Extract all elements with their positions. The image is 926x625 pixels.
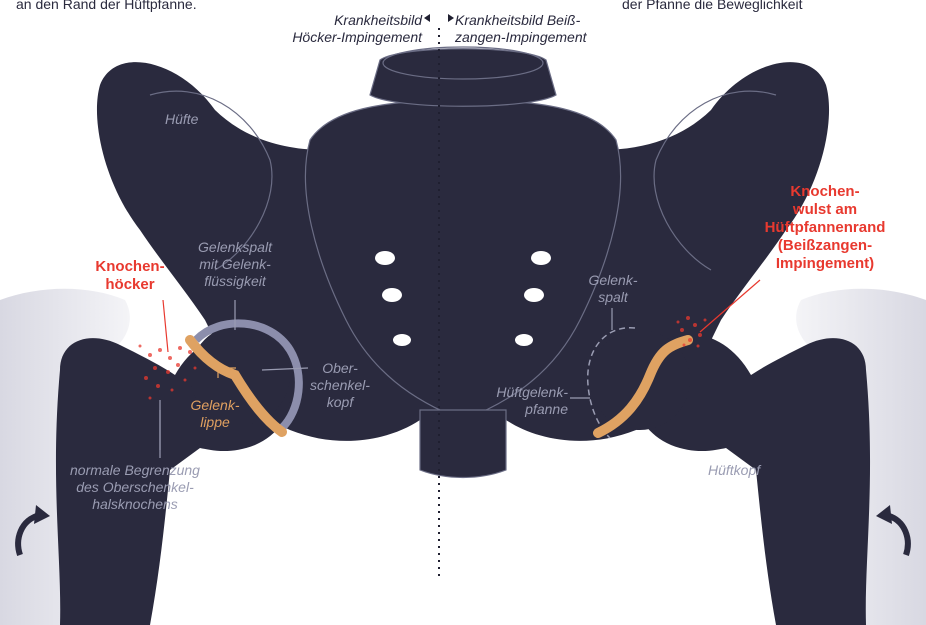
caption-top-right: der Pfanne die Beweglichkeit [622, 0, 803, 13]
label-normale-begrenzung: normale Begrenzung des Oberschenkel- hal… [50, 462, 220, 513]
triangle-right-icon [448, 14, 454, 22]
label-hueftkopf: Hüftkopf [708, 462, 760, 479]
caption-top-left: an den Rand der Hüftpfanne. [16, 0, 197, 13]
label-hueftgelenkpfanne: Hüftgelenk- pfanne [470, 384, 568, 418]
label-oberschenkelkopf: Ober- schenkel- kopf [300, 360, 380, 411]
vertebra [370, 49, 556, 107]
triangle-left-icon [424, 14, 430, 22]
divider-left-title: Krankheitsbild Höcker-Impingement [262, 12, 422, 46]
label-gelenkspalt-right: Gelenk- spalt [580, 272, 646, 306]
label-knochenhoecker: Knochen- höcker [80, 258, 180, 294]
leader-knochenhoecker [163, 300, 168, 352]
pubic-symphysis [420, 410, 506, 478]
label-gelenklippe: Gelenk- lippe [185, 397, 245, 431]
label-huefte: Hüfte [165, 111, 198, 128]
label-knochenwulst: Knochen- wulst am Hüftpfannenrand (Beißz… [750, 183, 900, 273]
divider-right-title: Krankheitsbild Beiß- zangen-Impingement [455, 12, 615, 46]
label-gelenkspalt-left: Gelenkspalt mit Gelenk- flüssigkeit [175, 239, 295, 290]
